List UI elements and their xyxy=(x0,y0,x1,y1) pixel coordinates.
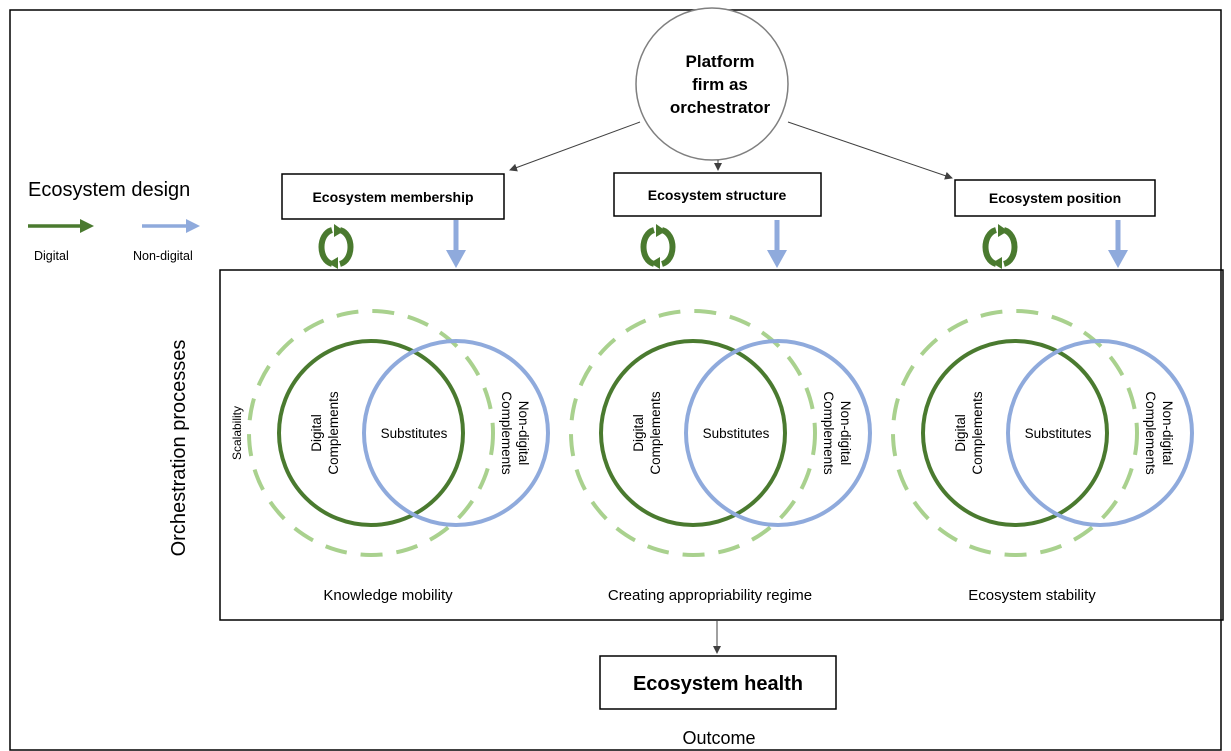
cycle-arrow-icon xyxy=(982,224,1018,269)
nondigital-complements-circle xyxy=(362,339,550,527)
box-ecosystem-membership: Ecosystem membership xyxy=(281,173,505,220)
scalability-circle xyxy=(891,309,1139,557)
orchestrator-label-line-1: Platform xyxy=(686,52,755,71)
nondigital-complements-circle xyxy=(1006,339,1194,527)
orchestrator-label-line-3: orchestrator xyxy=(670,98,771,117)
nondigital-complements-label-line-2: Complements xyxy=(1143,391,1158,475)
digital-complements-label-line-2: Complements xyxy=(326,391,341,475)
process-caption: Creating appropriability regime xyxy=(608,587,812,604)
box-ecosystem-position-label: Ecosystem position xyxy=(989,190,1121,206)
cycle-arrow-icon xyxy=(318,224,354,269)
digital-complements-label-line-2: Complements xyxy=(648,391,663,475)
legend-nondigital: Non-digital xyxy=(133,219,200,263)
substitutes-label: Substitutes xyxy=(381,426,448,441)
outer-frame xyxy=(9,9,1222,751)
nondigital-complements-circle xyxy=(684,339,872,527)
arrow-to-position xyxy=(787,121,953,180)
nondigital-complements-label-line-1: Non-digital xyxy=(1160,401,1175,466)
process-caption: Ecosystem stability xyxy=(968,587,1096,604)
legend-digital-label: Digital xyxy=(34,249,69,263)
cycle-arrow-icon xyxy=(640,224,676,269)
down-arrow-icon xyxy=(767,220,787,268)
orchestrator-node: Platform firm as orchestrator xyxy=(635,7,789,161)
nondigital-complements-label-line-2: Complements xyxy=(499,391,514,475)
digital-complements-label-line-2: Complements xyxy=(970,391,985,475)
legend-nondigital-label: Non-digital xyxy=(133,249,193,263)
outcome-label: Outcome xyxy=(682,728,755,748)
box-ecosystem-structure-label: Ecosystem structure xyxy=(648,187,787,203)
ecosystem-health-box: Ecosystem health xyxy=(599,655,837,710)
orchestration-processes-label: Orchestration processes xyxy=(168,340,190,557)
legend-digital: Digital xyxy=(28,219,94,263)
down-arrow-icon xyxy=(1108,220,1128,268)
digital-complements-label-line-1: Digital xyxy=(309,414,324,452)
arrow-to-membership xyxy=(509,121,641,172)
orchestrator-label-line-2: firm as xyxy=(692,75,748,94)
box-ecosystem-membership-label: Ecosystem membership xyxy=(312,189,473,205)
nondigital-complements-label-line-1: Non-digital xyxy=(516,401,531,466)
ecosystem-health-label: Ecosystem health xyxy=(633,673,803,695)
digital-complements-label-line-1: Digital xyxy=(953,414,968,452)
box-ecosystem-structure: Ecosystem structure xyxy=(613,172,822,217)
ecosystem-design-title: Ecosystem design xyxy=(28,179,190,201)
scalability-circle xyxy=(569,309,817,557)
substitutes-label: Substitutes xyxy=(703,426,770,441)
digital-complements-circle xyxy=(277,339,465,527)
orchestration-processes-box xyxy=(219,269,1224,621)
scalability-circle xyxy=(247,309,495,557)
box-ecosystem-position: Ecosystem position xyxy=(954,179,1156,217)
scalability-label: Scalability xyxy=(230,406,244,460)
design-arrows xyxy=(318,220,1128,269)
nondigital-complements-label-line-1: Non-digital xyxy=(838,401,853,466)
substitutes-label: Substitutes xyxy=(1025,426,1092,441)
digital-complements-circle xyxy=(599,339,787,527)
down-arrow-icon xyxy=(446,220,466,268)
digital-complements-circle xyxy=(921,339,1109,527)
digital-complements-label-line-1: Digital xyxy=(631,414,646,452)
process-caption: Knowledge mobility xyxy=(323,587,453,604)
nondigital-complements-label-line-2: Complements xyxy=(821,391,836,475)
